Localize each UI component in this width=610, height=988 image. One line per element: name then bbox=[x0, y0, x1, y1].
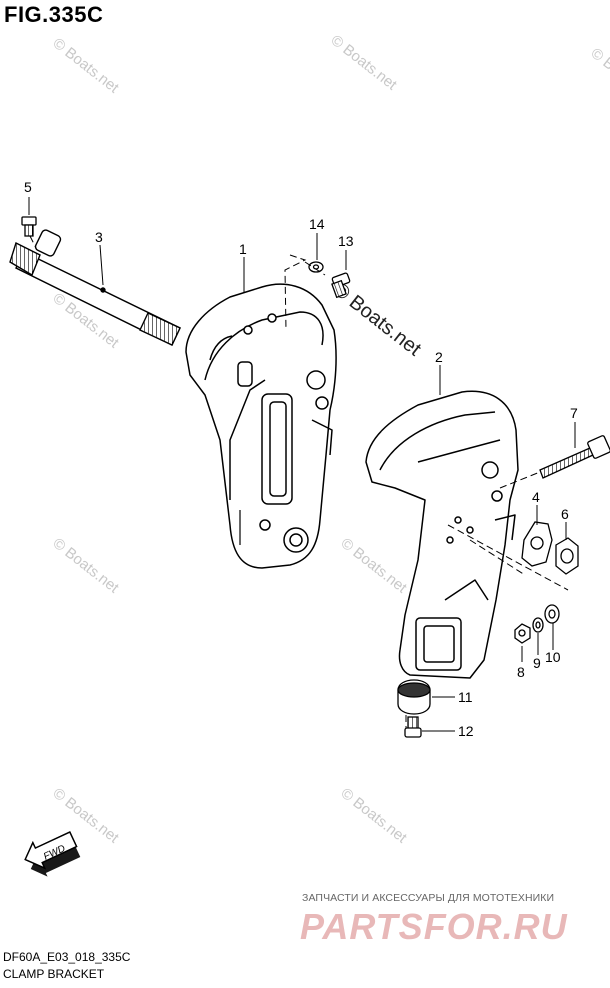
watermark: © Boats.net bbox=[338, 785, 411, 847]
leader-lines bbox=[28, 197, 576, 732]
part-10-washer bbox=[544, 604, 560, 624]
part-12-bolt bbox=[404, 716, 422, 738]
callout-9: 9 bbox=[533, 655, 541, 671]
part-8-nut bbox=[514, 623, 531, 644]
callout-14: 14 bbox=[309, 216, 325, 232]
callout-7: 7 bbox=[570, 405, 578, 421]
callout-1: 1 bbox=[239, 241, 247, 257]
shop-logo: PARTSFOR.RU bbox=[300, 906, 568, 947]
part-9-washer bbox=[532, 617, 544, 633]
callout-13: 13 bbox=[338, 233, 354, 249]
shop-tagline: ЗАПЧАСТИ И АКСЕССУАРЫ ДЛЯ МОТОТЕХНИКИ bbox=[302, 892, 555, 904]
callouts: 5 3 1 14 13 2 7 4 6 8 9 10 11 12 bbox=[24, 179, 578, 739]
watermark: © Boats.net bbox=[50, 35, 123, 97]
part-1-clamp-bracket bbox=[185, 283, 337, 569]
callout-2: 2 bbox=[435, 349, 443, 365]
diagram-name: CLAMP BRACKET bbox=[3, 967, 105, 981]
diagram-code: DF60A_E03_018_335C bbox=[3, 950, 131, 964]
part-6-nut bbox=[555, 537, 579, 575]
assembly-lines bbox=[29, 235, 569, 728]
part-3-shaft bbox=[9, 229, 181, 346]
part-11-stopper bbox=[397, 679, 431, 715]
callout-11: 11 bbox=[458, 689, 473, 705]
watermarks: © Boats.net © Boats.net © Boats.net © Bo… bbox=[50, 32, 610, 847]
watermark: © Boats.net bbox=[588, 45, 610, 107]
watermark: © Boats.net bbox=[50, 535, 123, 597]
part-5-bolt bbox=[21, 216, 37, 237]
part-2-clamp-bracket bbox=[365, 390, 519, 679]
part-13-bolt bbox=[331, 272, 351, 299]
watermark: © Boats.net bbox=[328, 32, 401, 94]
fwd-arrow: FWD bbox=[24, 831, 81, 877]
callout-12: 12 bbox=[458, 723, 474, 739]
watermark: © Boats.net bbox=[338, 535, 411, 597]
figure-title: FIG.335C bbox=[4, 2, 104, 27]
part-14-washer bbox=[308, 261, 324, 273]
callout-4: 4 bbox=[532, 489, 540, 505]
callout-6: 6 bbox=[561, 506, 569, 522]
callout-5: 5 bbox=[24, 179, 32, 195]
part-7-bolt bbox=[539, 435, 610, 479]
callout-10: 10 bbox=[545, 649, 561, 665]
part-4-plate bbox=[521, 521, 553, 567]
callout-8: 8 bbox=[517, 664, 525, 680]
callout-3: 3 bbox=[95, 229, 103, 245]
